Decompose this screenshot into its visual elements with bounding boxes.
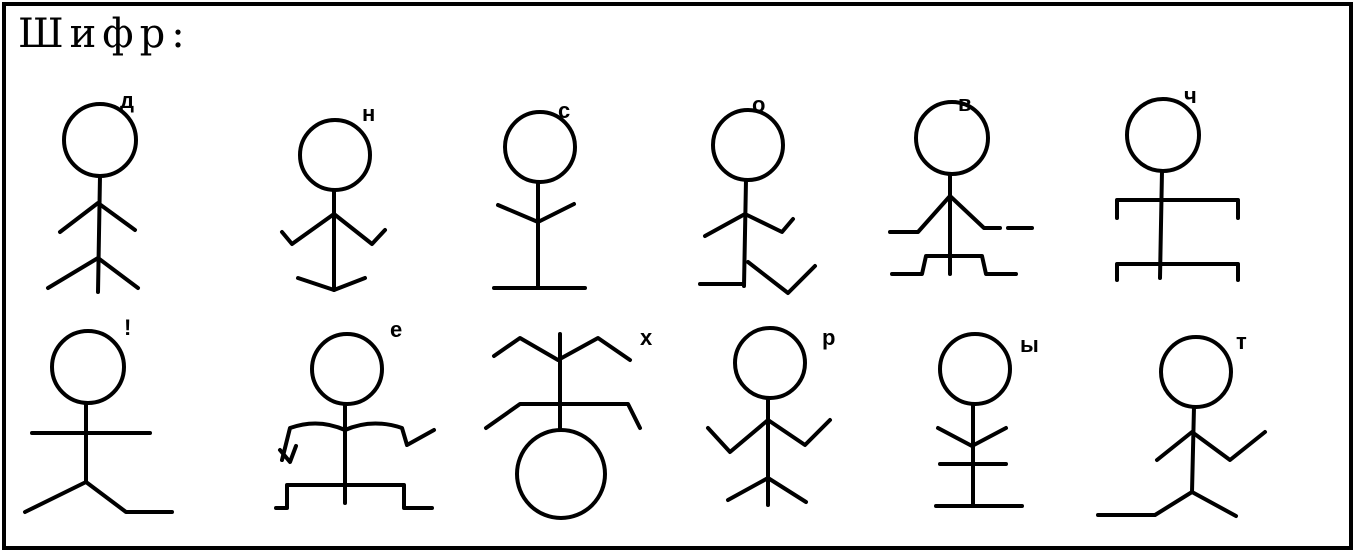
label-n: н bbox=[362, 101, 375, 126]
figure-t: т bbox=[1098, 329, 1265, 516]
label-excl: ! bbox=[124, 315, 131, 340]
label-v: в bbox=[958, 91, 972, 116]
label-t: т bbox=[1236, 329, 1247, 354]
figure-r: р bbox=[708, 325, 835, 505]
figure-s: с bbox=[494, 98, 585, 288]
figure-ch: ч bbox=[1117, 83, 1238, 280]
figure-y: ы bbox=[936, 332, 1039, 506]
label-y: ы bbox=[1020, 332, 1039, 357]
label-kh: х bbox=[640, 325, 653, 350]
figure-kh: х bbox=[486, 325, 653, 518]
label-e: е bbox=[390, 317, 402, 342]
figure-o: о bbox=[700, 92, 815, 293]
label-o: о bbox=[752, 92, 765, 117]
label-s: с bbox=[558, 98, 570, 123]
label-r: р bbox=[822, 325, 835, 350]
label-d: д bbox=[120, 88, 134, 113]
figure-e: е bbox=[276, 317, 434, 508]
figure-excl: ! bbox=[25, 315, 172, 512]
label-ch: ч bbox=[1184, 83, 1197, 108]
figure-n: н bbox=[282, 101, 385, 290]
figure-v: в bbox=[890, 91, 1032, 274]
figure-d: д bbox=[48, 88, 138, 292]
